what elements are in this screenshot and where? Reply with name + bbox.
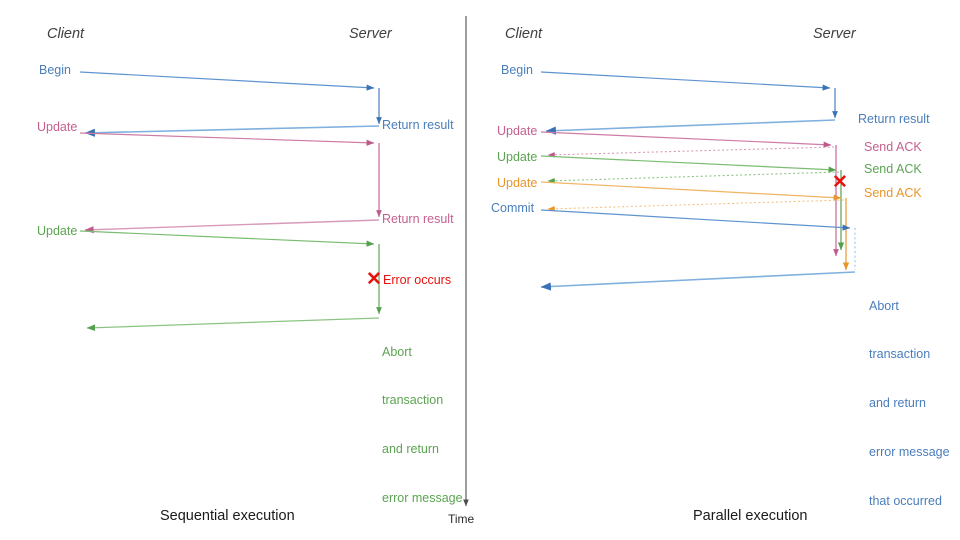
error-x-icon-left: ✕	[366, 269, 382, 290]
arrow-left-return-result-2	[84, 219, 380, 234]
right-abort-note: Abort transaction and return error messa…	[869, 265, 950, 540]
arrow-right-commit	[540, 209, 856, 270]
arrow-right-send-ack-1	[547, 146, 835, 158]
right-msg-send-ack-1: Send ACK	[864, 140, 922, 154]
left-msg-return-result-2: Return result	[382, 212, 454, 226]
left-abort-note: Abort transaction and return error messa…	[382, 311, 463, 539]
arrow-right-begin	[540, 71, 838, 119]
right-abort-note-line: and return	[869, 396, 926, 410]
left-msg-update-2: Update	[37, 224, 78, 238]
right-abort-note-line: that occurred	[869, 493, 942, 508]
left-panel-arrows	[79, 71, 382, 332]
error-x-icon-right: ✕	[832, 172, 848, 193]
arrow-right-return-result	[545, 119, 836, 135]
arrow-left-abort-return	[86, 317, 380, 332]
left-abort-note-line: transaction	[382, 393, 444, 408]
right-msg-begin: Begin	[501, 63, 533, 77]
left-abort-note-line: error message	[382, 490, 463, 505]
arrow-right-send-ack-2	[547, 171, 840, 184]
right-actor-client: Client	[505, 26, 543, 42]
arrow-right-update-1	[540, 131, 839, 257]
time-axis-label: Time	[448, 512, 475, 526]
arrow-right-abort-return	[540, 271, 856, 291]
arrow-left-begin	[79, 71, 382, 125]
right-panel-caption: Parallel execution	[693, 508, 808, 524]
arrow-right-update-3	[540, 181, 850, 271]
right-msg-update-3: Update	[497, 176, 538, 190]
right-abort-note-line: transaction	[869, 347, 931, 362]
right-panel-arrows	[540, 71, 856, 291]
right-msg-update-2: Update	[497, 150, 538, 164]
left-abort-note-line: Abort	[382, 344, 412, 359]
arrow-left-update-2	[79, 230, 382, 315]
right-abort-note-line: error message	[869, 444, 950, 459]
arrow-left-update-1	[79, 132, 382, 218]
left-error-note: Error occurs	[383, 273, 452, 287]
right-actor-server: Server	[813, 26, 856, 42]
left-msg-begin: Begin	[39, 63, 71, 77]
right-msg-return-result: Return result	[858, 112, 930, 126]
left-abort-note-line: and return	[382, 442, 439, 456]
right-msg-commit: Commit	[491, 201, 535, 215]
left-msg-return-result-1: Return result	[382, 118, 454, 132]
right-msg-send-ack-3: Send ACK	[864, 186, 922, 200]
arrow-right-update-2	[540, 155, 845, 251]
right-abort-note-line: Abort	[869, 298, 899, 313]
left-actor-server: Server	[349, 26, 392, 42]
right-msg-send-ack-2: Send ACK	[864, 162, 922, 176]
arrow-right-send-ack-3	[547, 199, 845, 212]
left-panel-caption: Sequential execution	[160, 508, 295, 524]
left-msg-update-1: Update	[37, 120, 78, 134]
left-actor-client: Client	[47, 26, 85, 42]
arrow-left-return-result-1	[84, 125, 380, 137]
right-msg-update-1: Update	[497, 124, 538, 138]
